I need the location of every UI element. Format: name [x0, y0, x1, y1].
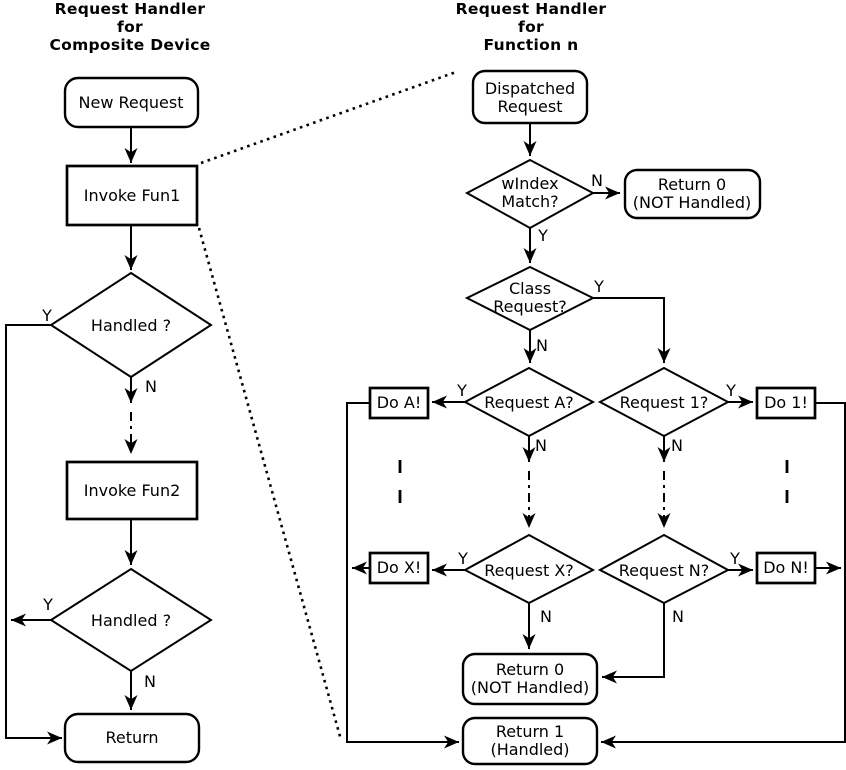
do-x-label: Do X!: [377, 558, 422, 577]
request-1-diamond: [597, 366, 731, 438]
node-do-x: Do X!: [368, 551, 430, 585]
left-chart-title-line1: Request Handler: [55, 0, 206, 18]
do-a-label: Do A!: [377, 393, 422, 412]
branch-label-yes: Y: [42, 595, 53, 614]
node-invoke-fun2: Invoke Fun2: [65, 460, 199, 521]
do-1-label: Do 1!: [764, 393, 808, 412]
request-n-label: Request N?: [619, 561, 710, 580]
return-1-label-line2: (Handled): [490, 740, 569, 759]
branch-label-no: N: [591, 171, 603, 190]
new-request-box: [63, 76, 200, 129]
node-request-1: Request 1?: [597, 366, 731, 438]
node-return-0-bottom: Return 0 (NOT Handled): [461, 652, 599, 706]
edge-handled1-yes-return: [5, 324, 62, 745]
node-invoke-fun1: Invoke Fun1: [65, 164, 199, 227]
handled-1-label: Handled ?: [91, 316, 171, 335]
composite-device-flowchart: Request Handler for Composite Device New…: [5, 0, 213, 764]
return-0-bottom-box: [461, 652, 599, 706]
expansion-dotted-line-bottom: [197, 227, 343, 741]
branch-label-yes: Y: [41, 306, 52, 325]
node-new-request: New Request: [63, 76, 200, 129]
expansion-dotted-line-top: [200, 70, 457, 165]
node-do-1: Do 1!: [755, 386, 817, 420]
class-request-label-line1: Class: [509, 279, 551, 298]
class-request-diamond: [464, 265, 596, 332]
node-return: Return: [63, 712, 201, 764]
branch-label-yes: Y: [457, 549, 468, 568]
request-x-diamond: [462, 533, 596, 605]
do-x-box: [368, 551, 430, 585]
branch-label-no: N: [536, 336, 548, 355]
do-n-box: [755, 551, 817, 585]
right-chart-title-line1: Request Handler: [456, 0, 607, 18]
left-chart-title-line2: for: [117, 18, 143, 36]
dispatched-request-label-line1: Dispatched: [485, 79, 575, 98]
class-request-label-line2: Request?: [493, 297, 566, 316]
node-windex-match: wIndex Match?: [464, 158, 596, 230]
dispatched-request-box: [471, 69, 589, 125]
return-label: Return: [105, 728, 158, 747]
node-request-n: Request N?: [597, 533, 731, 605]
edge-class-yes-request1: [593, 297, 671, 363]
left-chart-title-line3: Composite Device: [49, 36, 210, 54]
branch-label-no: N: [144, 672, 156, 691]
return-0-bottom-label-line1: Return 0: [496, 660, 564, 679]
edge-requestn-no-return0: [602, 603, 665, 684]
branch-label-yes: Y: [537, 226, 548, 245]
request-n-diamond: [597, 533, 731, 605]
branch-label-no: N: [672, 607, 684, 626]
edge-do1-return1: [601, 402, 846, 749]
invoke-fun2-label: Invoke Fun2: [84, 481, 181, 500]
branch-label-yes: Y: [456, 381, 467, 400]
branch-label-yes: Y: [725, 381, 736, 400]
edge-doa-return1: [346, 402, 459, 749]
branch-label-yes: Y: [593, 277, 604, 296]
branch-label-no: N: [535, 436, 547, 455]
request-a-label: Request A?: [484, 393, 574, 412]
node-do-a: Do A!: [368, 386, 430, 420]
node-request-x: Request X?: [462, 533, 596, 605]
invoke-fun1-label: Invoke Fun1: [84, 186, 181, 205]
node-do-n: Do N!: [755, 551, 817, 585]
right-chart-title-line3: Function n: [484, 36, 579, 54]
handled-2-label: Handled ?: [91, 611, 171, 630]
windex-match-label-line1: wIndex: [501, 174, 558, 193]
dispatched-request-label-line2: Request: [498, 97, 563, 116]
return-0-top-label-line2: (NOT Handled): [633, 193, 751, 212]
branch-label-no: N: [145, 377, 157, 396]
request-a-diamond: [462, 366, 596, 438]
do-1-box: [755, 386, 817, 420]
return-0-top-label-line1: Return 0: [658, 175, 726, 194]
node-return-0-top: Return 0 (NOT Handled): [623, 168, 762, 220]
do-a-box: [368, 386, 430, 420]
node-return-1: Return 1 (Handled): [461, 716, 599, 766]
return-1-box: [461, 716, 599, 766]
return-box: [63, 712, 201, 764]
node-dispatched-request: Dispatched Request: [471, 69, 589, 125]
new-request-label: New Request: [79, 93, 184, 112]
right-chart-title-line2: for: [518, 18, 544, 36]
handled-2-diamond: [49, 567, 213, 673]
branch-label-yes: Y: [729, 549, 740, 568]
windex-match-diamond: [464, 158, 596, 230]
branch-label-no: N: [671, 436, 683, 455]
handled-1-diamond: [49, 271, 213, 379]
windex-match-label-line2: Match?: [501, 192, 558, 211]
node-request-a: Request A?: [462, 366, 596, 438]
invoke-fun1-box: [65, 164, 199, 227]
node-handled-2: Handled ?: [49, 567, 213, 673]
request-x-label: Request X?: [484, 561, 574, 580]
return-0-top-box: [623, 168, 762, 220]
function-n-flowchart: Request Handler for Function n Dispatche…: [346, 0, 846, 766]
node-handled-1: Handled ?: [49, 271, 213, 379]
branch-label-no: N: [540, 607, 552, 626]
do-n-label: Do N!: [763, 558, 809, 577]
request-1-label: Request 1?: [620, 393, 709, 412]
node-class-request: Class Request?: [464, 265, 596, 332]
invoke-fun2-box: [65, 460, 199, 521]
return-1-label-line1: Return 1: [496, 722, 564, 741]
return-0-bottom-label-line2: (NOT Handled): [471, 678, 589, 697]
